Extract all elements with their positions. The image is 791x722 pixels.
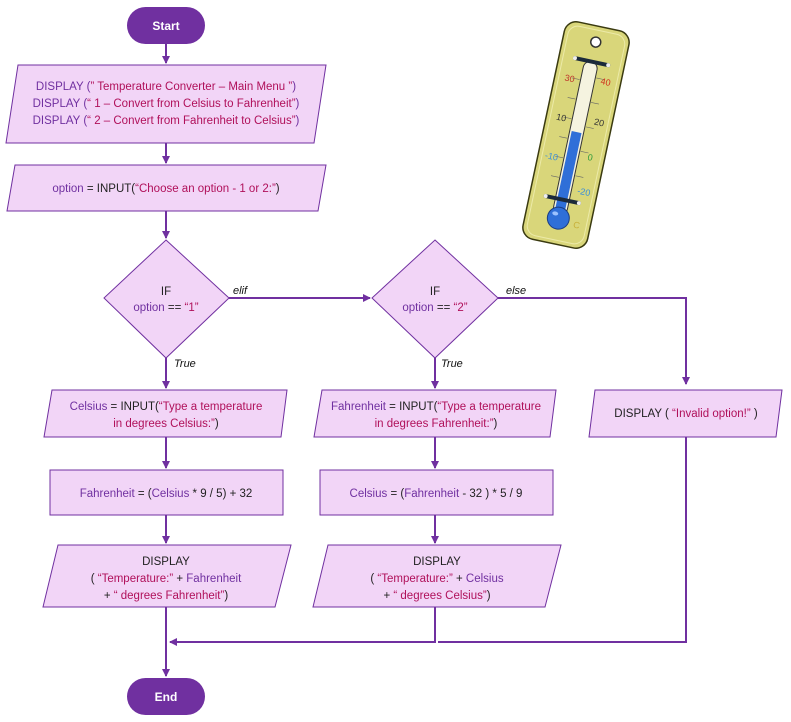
end-terminator: End [127,678,205,715]
fahrenheit-input-node: Fahrenheit = INPUT(“Type a temperature i… [313,389,557,438]
hang-hole [590,36,602,48]
decision-if-1: IF option == “1” [103,239,230,359]
celsius-input-shape [43,389,288,438]
display-celsius-shape [312,544,562,608]
label-true-1: True [174,358,196,370]
display-celsius-line-2: ( “Temperature:” + Celsius [370,573,504,585]
scale-left-30: 30 [564,73,576,85]
celsius-input-node: Celsius = INPUT(“Type a temperature in d… [43,389,288,438]
display-fahrenheit-line-3: + “ degrees Fahrenheit”) [104,590,229,602]
edge-dispc-merge [169,607,436,646]
decision-if-1-shape [103,239,230,359]
label-true-2: True [441,358,463,370]
scale-right-40: 40 [600,76,612,88]
edge-if2-else [498,297,690,385]
display-fahrenheit-line-2: ( “Temperature:” + Fahrenheit [91,573,242,585]
display-fahrenheit-shape [42,544,292,608]
start-shape [127,7,205,44]
scale-right-0: 0 [587,152,594,163]
mercury-column [553,131,582,218]
calc-celsius-shape [319,469,554,516]
thermometer-bevel [526,25,626,245]
scale-left-minus-10: -10 [544,150,559,162]
scale-right-minus-20: -20 [576,186,591,198]
calc-celsius-text: Celsius = (Fahrenheit - 32 ) * 5 / 9 [350,488,523,500]
option-input-node: option = INPUT(“Choose an option - 1 or … [6,164,327,212]
start-label: Start [152,19,179,33]
edge-invalid-merge [438,437,687,643]
top-clip-rivet-right [606,63,611,68]
invalid-option-shape [588,389,783,438]
top-clip [572,56,611,68]
label-elif: elif [233,285,248,297]
menu-line-2: DISPLAY (“ 1 – Convert from Celsius to F… [33,98,300,110]
option-input-shape [6,164,327,212]
decision-if-2-keyword: IF [430,286,440,298]
decision-if-1-keyword: IF [161,286,171,298]
calc-fahrenheit-text: Fahrenheit = (Celsius * 9 / 5) + 32 [80,488,253,500]
label-else: else [506,285,526,297]
menu-line-3: DISPLAY (“ 2 – Convert from Fahrenheit t… [33,115,300,127]
connectors [162,44,690,677]
bottom-clip-rivet-right [576,201,581,206]
bottom-clip [543,194,581,206]
end-label: End [155,690,178,704]
calc-fahrenheit-node: Fahrenheit = (Celsius * 9 / 5) + 32 [49,469,284,516]
fahrenheit-input-line-2: in degrees Fahrenheit:”) [375,418,498,430]
celsius-input-line-1: Celsius = INPUT(“Type a temperature [70,401,263,413]
decision-if-2-condition: option == “2” [402,302,467,314]
display-celsius-line-3: + “ degrees Celsius”) [383,590,490,602]
display-celsius-node: DISPLAY ( “Temperature:” + Celsius + “ d… [312,544,562,608]
display-fahrenheit-node: DISPLAY ( “Temperature:” + Fahrenheit + … [42,544,292,608]
calc-celsius-node: Celsius = (Fahrenheit - 32 ) * 5 / 9 [319,469,554,516]
invalid-option-node: DISPLAY ( “Invalid option!” ) [588,389,783,438]
scale-left-10: 10 [555,112,567,124]
top-clip-rivet-left [572,56,577,61]
decision-if-2-shape [371,239,499,359]
thermometer-illustration: 30 10 -10 40 20 0 -20 C [522,21,630,249]
display-celsius-keyword: DISPLAY [413,556,461,568]
decision-if-1-condition: option == “1” [133,302,198,314]
decision-if-2: IF option == “2” [371,239,499,359]
bulb-highlight [552,211,559,216]
scale-right-20: 20 [593,117,605,129]
bottom-clip-rivet-left [543,194,548,199]
start-terminator: Start [127,7,205,44]
celsius-input-line-2: in degrees Celsius:”) [113,418,219,430]
calc-fahrenheit-shape [49,469,284,516]
invalid-option-text: DISPLAY ( “Invalid option!” ) [614,408,758,420]
scale-ticks [550,77,605,178]
fahrenheit-input-line-1: Fahrenheit = INPUT(“Type a temperature [331,401,541,413]
celsius-unit-mark: C [572,220,581,231]
fahrenheit-input-shape [313,389,557,438]
menu-display-node: DISPLAY (” Temperature Converter – Main … [5,64,327,144]
option-input-text: option = INPUT(“Choose an option - 1 or … [52,183,279,195]
menu-display-shape [5,64,327,144]
display-fahrenheit-keyword: DISPLAY [142,556,190,568]
menu-line-1: DISPLAY (” Temperature Converter – Main … [36,81,296,93]
end-shape [127,678,205,715]
